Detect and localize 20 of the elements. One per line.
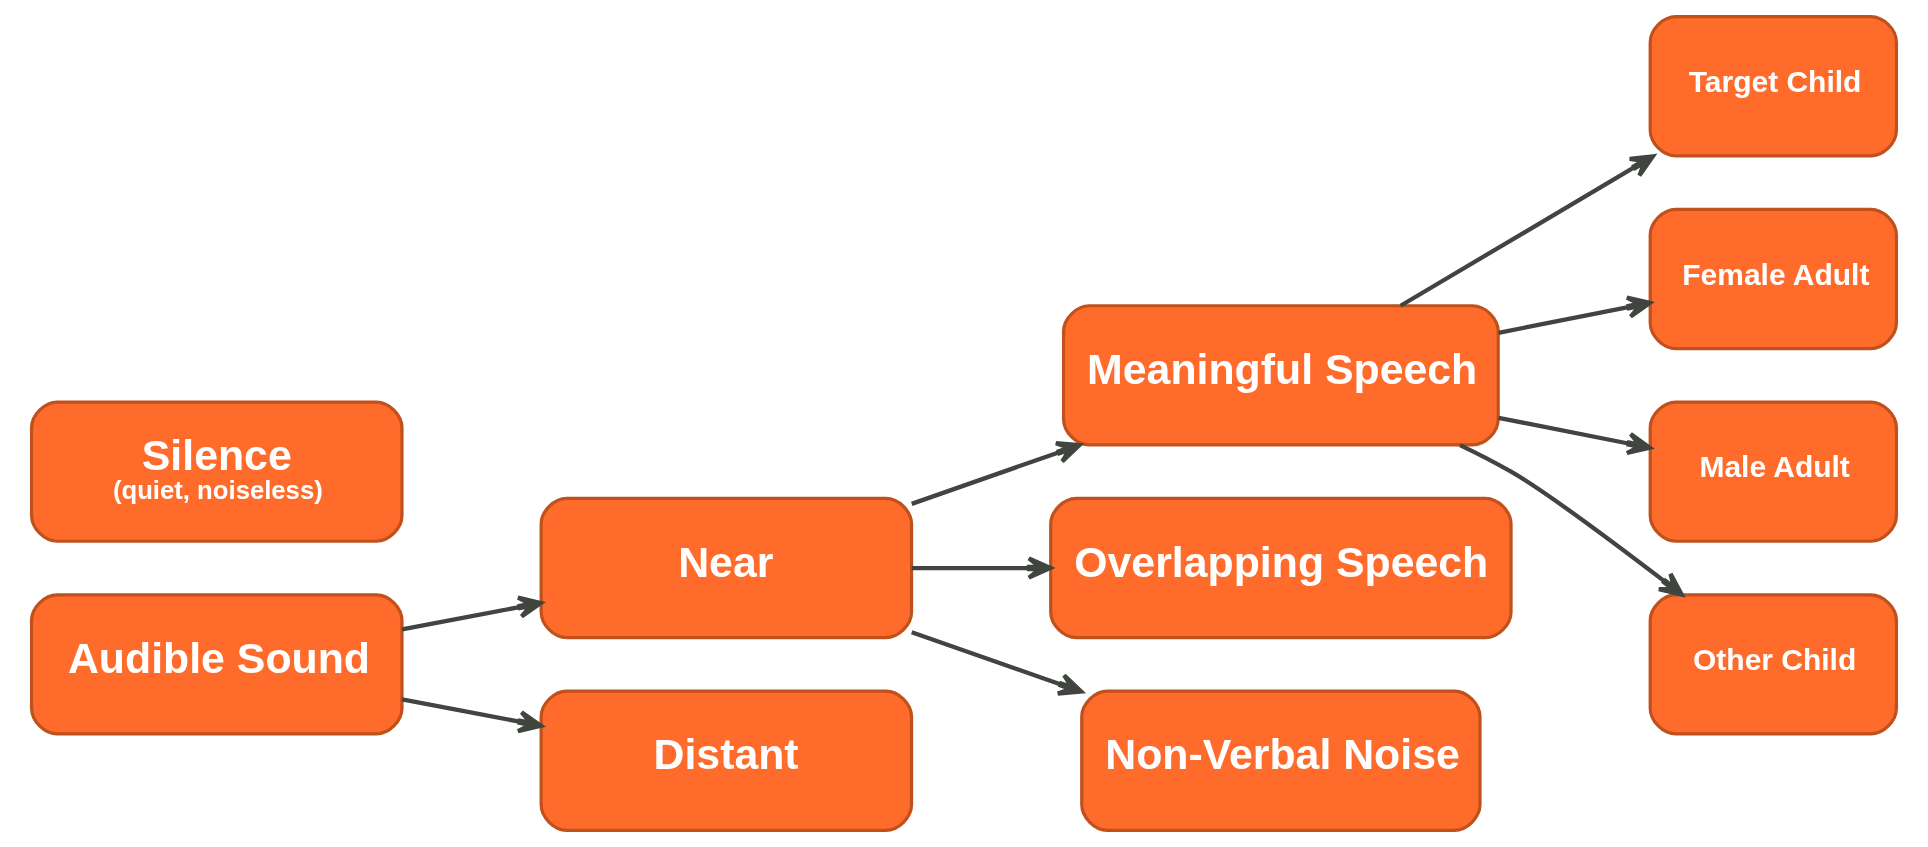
node-box: Silence (quiet, noiseless) <box>29 400 404 543</box>
arrow <box>911 441 1082 506</box>
arrow <box>1498 295 1652 335</box>
arrow <box>1399 154 1656 308</box>
arrow <box>911 556 1053 580</box>
node-box: Meaningful Speech <box>1061 304 1500 447</box>
arrow <box>1459 443 1684 597</box>
node-box: Non-Verbal Noise <box>1080 689 1482 832</box>
node-box: Overlapping Speech <box>1049 496 1513 640</box>
arrow <box>911 630 1084 696</box>
arrow <box>401 697 543 734</box>
arrow <box>401 595 543 632</box>
node-box: Target Child <box>1648 15 1899 158</box>
node-box: Near <box>539 496 914 640</box>
node-box: Audible Sound <box>29 593 404 736</box>
node-box: Female Adult <box>1648 207 1899 351</box>
node-box: Distant <box>539 689 914 832</box>
node-box: Male Adult <box>1648 400 1899 543</box>
node-box: Other Child <box>1648 593 1899 736</box>
arrow <box>1498 415 1652 456</box>
